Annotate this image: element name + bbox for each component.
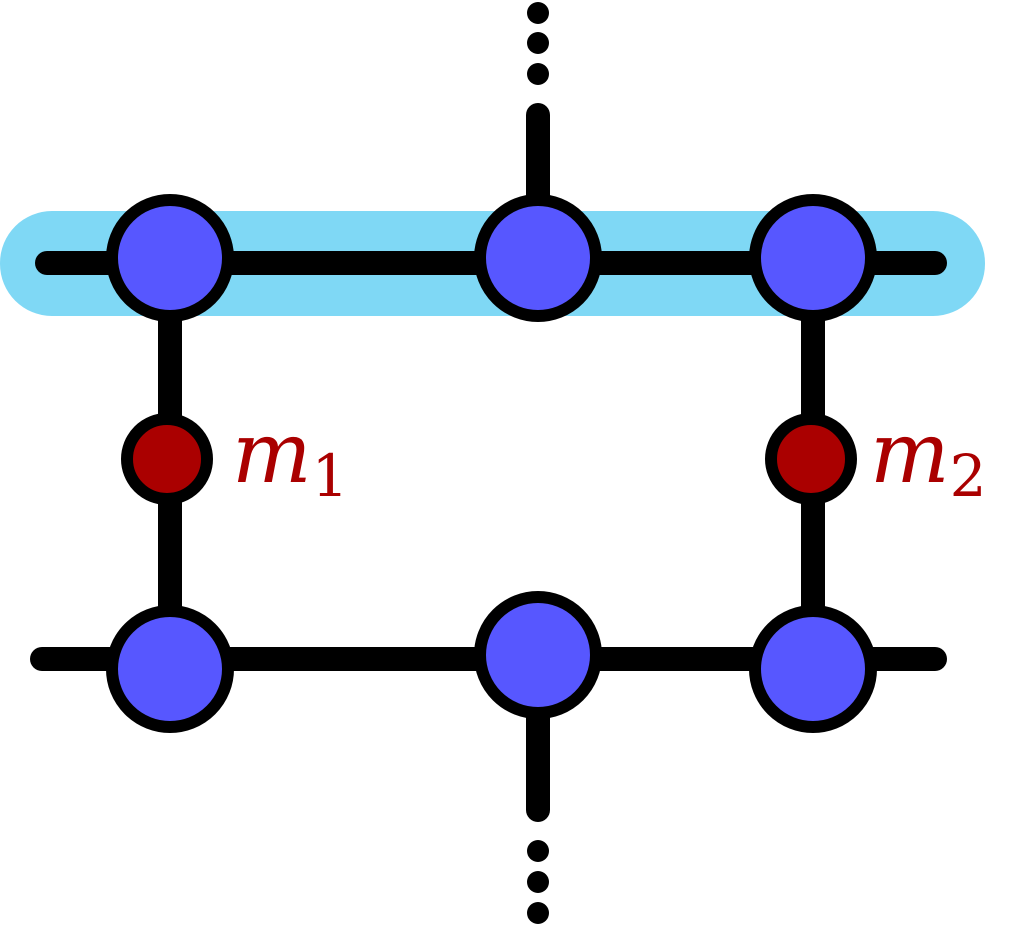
continuation-dots-top (527, 2, 549, 85)
ellipsis-dot (527, 871, 549, 893)
blue-nodes (106, 194, 877, 733)
ellipsis-dot (527, 902, 549, 924)
top-right-node (749, 194, 877, 322)
m2-node (765, 413, 857, 505)
m1-label-base: m (232, 404, 312, 502)
red-nodes (121, 413, 857, 505)
m1-node (121, 413, 213, 505)
m2-label-subscript: 2 (950, 442, 987, 510)
top-center-node (474, 194, 602, 322)
ellipsis-dot (527, 840, 549, 862)
m1-label: m1 (232, 404, 349, 510)
top-left-node (106, 194, 234, 322)
m2-label: m2 (870, 404, 987, 510)
m1-label-subscript: 1 (312, 442, 349, 510)
bottom-left-node (106, 605, 234, 733)
m2-label-base: m (870, 404, 950, 502)
ellipsis-dot (527, 2, 549, 24)
ellipsis-dot (527, 63, 549, 85)
bottom-center-node (474, 591, 602, 719)
ellipsis-dot (527, 32, 549, 54)
continuation-dots-bottom (527, 840, 549, 924)
bottom-right-node (749, 605, 877, 733)
